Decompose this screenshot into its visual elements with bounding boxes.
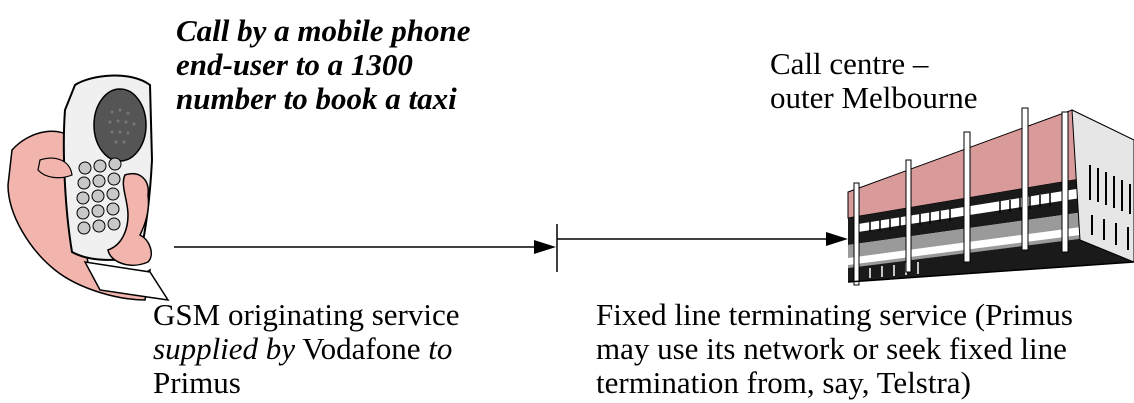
keypad [76, 157, 122, 235]
title-line-3: number to book a taxi [176, 81, 457, 116]
gsm-to: to [428, 331, 453, 366]
earpiece [93, 88, 147, 162]
call-centre-line-1: Call centre – [770, 46, 929, 81]
diagram-title: Call by a mobile phone end-user to a 130… [176, 14, 471, 116]
gsm-line-2: supplied by Vodafone to [153, 332, 460, 366]
call-centre-label: Call centre – outer Melbourne [770, 47, 977, 115]
gsm-service-caption: GSM originating service supplied by Voda… [153, 298, 460, 400]
title-line-1: Call by a mobile phone [176, 13, 471, 48]
phone-flip [83, 261, 170, 301]
call-centre-building-icon [847, 107, 1134, 286]
gsm-supplied-by: supplied by [153, 331, 296, 366]
gsm-originating-arrow [174, 240, 556, 254]
fixed-line-1: Fixed line terminating service (Primus [596, 297, 1073, 332]
call-centre-line-2: outer Melbourne [770, 80, 978, 115]
mobile-phone-icon [7, 74, 170, 301]
fingers-shape [107, 173, 152, 266]
fixed-service-caption: Fixed line terminating service (Primus m… [596, 298, 1073, 400]
gsm-vodafone: Vodafone [295, 331, 429, 366]
fixed-line-3: termination from, say, Telstra) [596, 365, 971, 400]
title-line-2: end-user to a 1300 [176, 47, 413, 82]
gsm-line-3: Primus [153, 365, 241, 400]
gsm-line-1: GSM originating service [153, 297, 460, 332]
fixed-line-2: may use its network or seek fixed line [596, 331, 1067, 366]
fixed-terminating-arrow [557, 232, 848, 246]
